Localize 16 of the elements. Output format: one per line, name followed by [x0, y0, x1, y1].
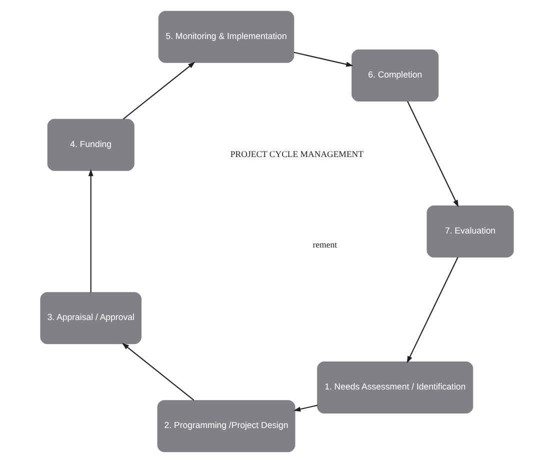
node-box: 1. Needs Assessment / Identification: [316, 361, 473, 414]
node-box: 4. Funding: [46, 118, 134, 170]
arrow: [292, 404, 317, 412]
arrow: [88, 168, 93, 292]
node-box: 3. Appraisal / Approval: [40, 292, 141, 344]
arrow: [122, 61, 195, 119]
arrow: [406, 100, 458, 207]
node-box: 2. Programming /Project Design: [156, 400, 295, 452]
arrow: [121, 342, 194, 400]
node-box: 7. Evaluation: [426, 204, 514, 257]
arrow: [406, 256, 458, 363]
label: PROJECT CYCLE MANAGEMENT: [230, 148, 363, 158]
label: rement: [312, 238, 337, 249]
node-box: 6. Completion: [351, 48, 438, 101]
arrow: [293, 51, 353, 66]
node-box: 5. Monitoring & Implementation: [158, 10, 294, 62]
